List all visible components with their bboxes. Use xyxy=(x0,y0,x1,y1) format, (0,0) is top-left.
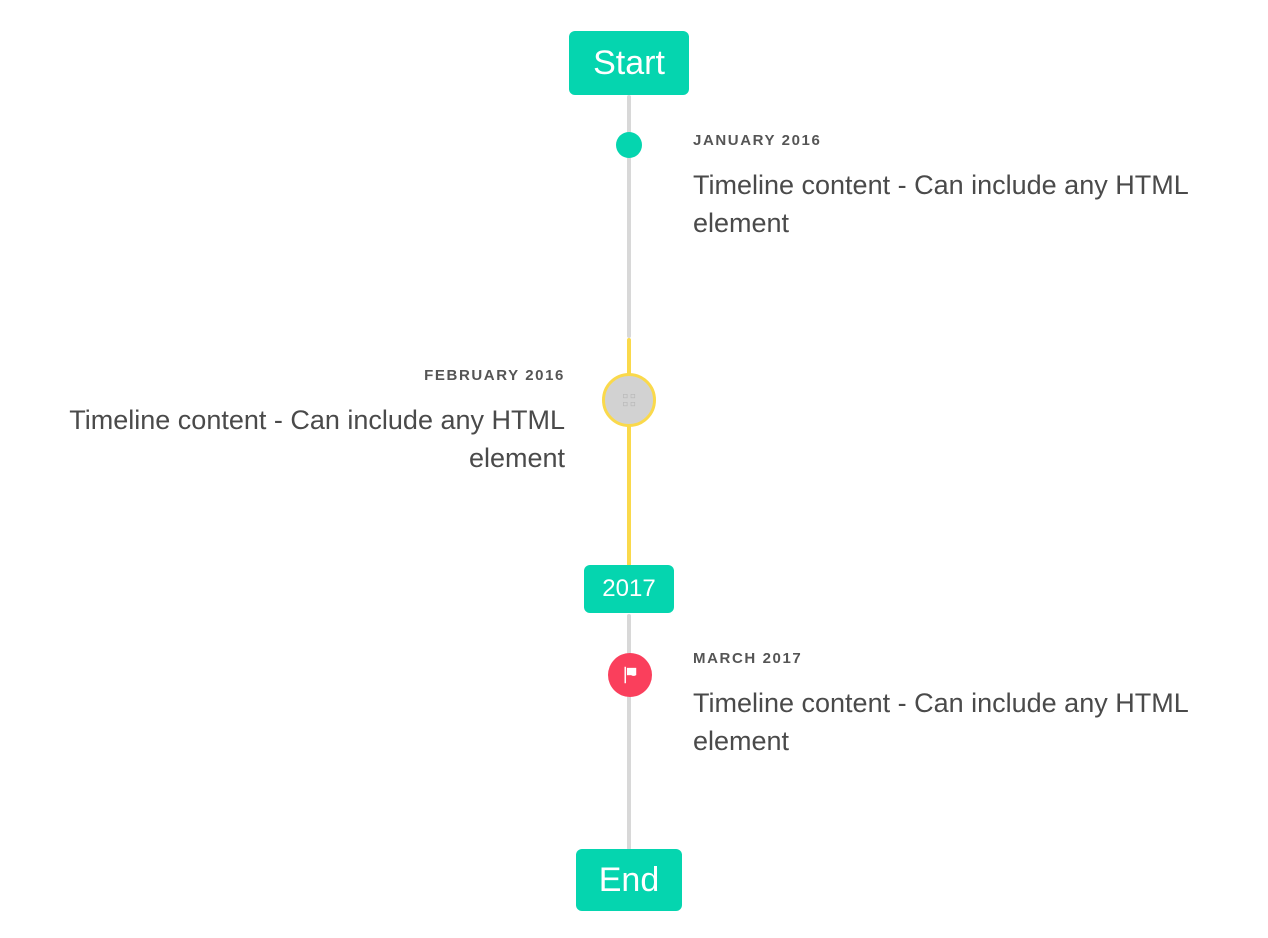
broken-image-glyph: ▫▫▫▫ xyxy=(622,389,638,410)
timeline-axis-segment-highlight xyxy=(627,338,631,570)
timeline-start-badge[interactable]: Start xyxy=(569,31,689,95)
timeline-year-badge[interactable]: 2017 xyxy=(584,565,674,613)
timeline-event-text: Timeline content - Can include any HTML … xyxy=(693,688,1188,757)
timeline-event-text: Timeline content - Can include any HTML … xyxy=(69,405,565,474)
timeline-year-label: 2017 xyxy=(602,575,656,602)
broken-image-icon[interactable]: ▫▫▫▫ xyxy=(602,373,656,427)
timeline-start-label: Start xyxy=(593,44,665,82)
timeline-event-text: Timeline content - Can include any HTML … xyxy=(693,170,1188,239)
timeline-axis-segment-bottom xyxy=(627,614,631,850)
timeline-event-body: February 2016 Timeline content - Can inc… xyxy=(39,367,565,478)
timeline-event-date: February 2016 xyxy=(424,367,565,384)
timeline-end-label: End xyxy=(598,861,660,899)
dot-icon[interactable] xyxy=(616,132,642,158)
timeline-event-date: January 2016 xyxy=(693,132,822,149)
timeline-event-body: January 2016 Timeline content - Can incl… xyxy=(693,132,1219,243)
timeline-axis-segment-top xyxy=(627,95,631,338)
flag-icon[interactable] xyxy=(608,653,652,697)
timeline-event-date: March 2017 xyxy=(693,650,803,667)
timeline-event-body: March 2017 Timeline content - Can includ… xyxy=(693,650,1219,761)
timeline-end-badge[interactable]: End xyxy=(576,849,682,911)
